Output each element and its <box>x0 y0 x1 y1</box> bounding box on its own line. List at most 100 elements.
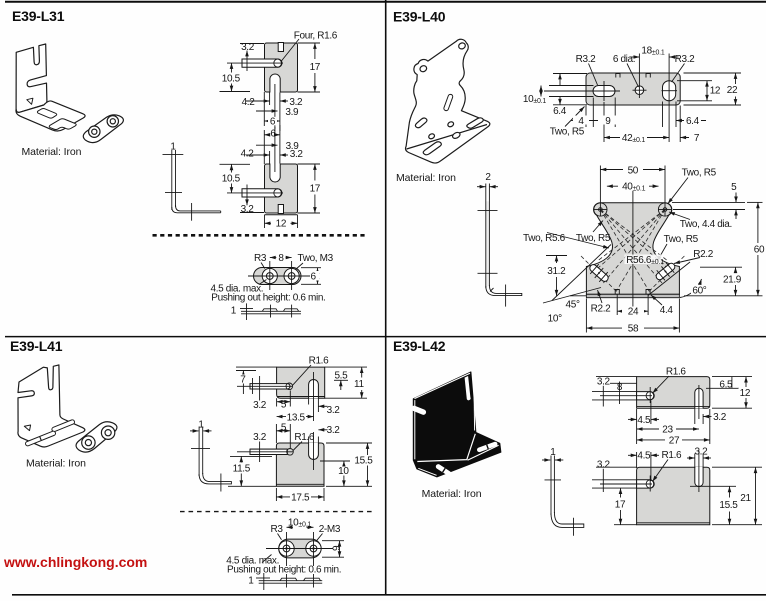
svg-text:12: 12 <box>740 388 751 399</box>
svg-text:3.9: 3.9 <box>286 141 300 152</box>
svg-text:3.2: 3.2 <box>253 432 267 443</box>
svg-text:E39-L31: E39-L31 <box>12 8 65 24</box>
svg-text:6.4: 6.4 <box>686 116 700 127</box>
svg-text:17: 17 <box>615 499 626 510</box>
svg-text:3.2: 3.2 <box>289 97 303 108</box>
svg-text:R56.6±0.1: R56.6±0.1 <box>626 255 664 266</box>
svg-text:1: 1 <box>550 447 556 458</box>
svg-text:R3.2: R3.2 <box>675 54 696 65</box>
svg-text:42±0.1: 42±0.1 <box>622 133 646 144</box>
svg-text:3.2: 3.2 <box>290 149 304 160</box>
svg-text:Two, R5: Two, R5 <box>550 127 585 138</box>
svg-text:9: 9 <box>605 116 611 127</box>
svg-text:50: 50 <box>628 165 639 176</box>
svg-text:Two, 4.4 dia.: Two, 4.4 dia. <box>680 219 732 230</box>
svg-text:Material: Iron: Material: Iron <box>422 488 482 500</box>
svg-text:R1.6: R1.6 <box>294 432 315 443</box>
svg-text:4: 4 <box>578 116 584 127</box>
svg-text:3.2: 3.2 <box>327 425 341 436</box>
svg-text:6: 6 <box>270 117 276 128</box>
svg-text:E39-L41: E39-L41 <box>10 338 63 354</box>
svg-text:60°: 60° <box>692 285 706 296</box>
svg-text:Two, M3: Two, M3 <box>298 253 334 264</box>
svg-text:23: 23 <box>662 424 673 435</box>
svg-text:4.5: 4.5 <box>637 415 651 426</box>
svg-text:24: 24 <box>628 307 639 318</box>
svg-text:6: 6 <box>311 272 317 283</box>
svg-text:17.5: 17.5 <box>291 492 310 503</box>
svg-text:www.chlingkong.com: www.chlingkong.com <box>3 554 147 570</box>
svg-text:3.2: 3.2 <box>694 447 708 458</box>
svg-text:1: 1 <box>231 306 237 317</box>
svg-text:7: 7 <box>240 375 246 386</box>
svg-text:Material: Iron: Material: Iron <box>396 172 456 184</box>
svg-text:15.5: 15.5 <box>354 456 373 467</box>
svg-text:Two, R5: Two, R5 <box>664 234 699 245</box>
svg-text:11: 11 <box>354 379 364 390</box>
svg-text:4.4: 4.4 <box>660 305 674 316</box>
svg-text:R3.2: R3.2 <box>576 54 597 65</box>
svg-text:5: 5 <box>281 400 287 411</box>
svg-text:13.5: 13.5 <box>287 412 306 423</box>
svg-text:27: 27 <box>669 435 680 446</box>
svg-text:3.9: 3.9 <box>285 107 299 118</box>
svg-text:12: 12 <box>710 85 721 96</box>
svg-text:6.5: 6.5 <box>719 379 733 390</box>
svg-text:E39-L40: E39-L40 <box>393 9 446 25</box>
svg-text:31.2: 31.2 <box>547 266 566 277</box>
svg-text:8: 8 <box>278 253 284 264</box>
svg-text:6.4: 6.4 <box>553 106 567 117</box>
svg-text:3.2: 3.2 <box>713 412 727 423</box>
svg-text:8: 8 <box>617 382 623 393</box>
svg-text:10.5: 10.5 <box>222 174 241 185</box>
svg-text:6: 6 <box>270 129 276 140</box>
svg-text:3.2: 3.2 <box>253 400 267 411</box>
svg-text:21: 21 <box>740 493 751 504</box>
svg-text:5: 5 <box>281 422 287 433</box>
svg-text:R1.6: R1.6 <box>662 450 683 461</box>
svg-text:40±0.1: 40±0.1 <box>622 182 646 193</box>
svg-text:7: 7 <box>694 133 700 144</box>
svg-text:R3: R3 <box>254 253 267 264</box>
svg-text:4.5 dia. max.: 4.5 dia. max. <box>211 284 264 295</box>
svg-text:12: 12 <box>276 219 287 230</box>
svg-text:Two, R5.6: Two, R5.6 <box>523 233 566 244</box>
svg-text:3.2: 3.2 <box>241 204 255 215</box>
svg-text:4.5: 4.5 <box>637 451 651 462</box>
svg-text:4.5 dia. max.: 4.5 dia. max. <box>226 556 279 567</box>
svg-text:Material: Iron: Material: Iron <box>22 146 82 158</box>
svg-text:2: 2 <box>485 172 491 183</box>
svg-text:3.2: 3.2 <box>327 405 341 416</box>
svg-text:4.2: 4.2 <box>241 149 255 160</box>
svg-text:R1.6: R1.6 <box>309 356 330 367</box>
svg-text:Two, R5: Two, R5 <box>682 167 717 178</box>
svg-text:21.9: 21.9 <box>723 275 742 286</box>
svg-text:6: 6 <box>330 545 341 551</box>
svg-text:1: 1 <box>198 420 204 431</box>
svg-text:15.5: 15.5 <box>719 500 738 511</box>
svg-text:2-M3: 2-M3 <box>319 524 341 535</box>
svg-text:R2.2: R2.2 <box>591 304 612 315</box>
svg-text:6 dia.: 6 dia. <box>613 54 635 65</box>
svg-text:1: 1 <box>248 576 254 587</box>
svg-text:10.5: 10.5 <box>222 74 241 85</box>
svg-text:10°: 10° <box>548 313 562 324</box>
svg-text:4.2: 4.2 <box>242 97 256 108</box>
svg-text:5.5: 5.5 <box>334 370 348 381</box>
svg-text:58: 58 <box>628 324 639 335</box>
svg-text:11.5: 11.5 <box>233 463 251 474</box>
svg-text:Four, R1.6: Four, R1.6 <box>294 31 338 42</box>
svg-text:Material: Iron: Material: Iron <box>26 457 86 469</box>
svg-text:3.2: 3.2 <box>597 460 611 471</box>
svg-text:R3: R3 <box>271 524 284 535</box>
svg-text:10±0.1: 10±0.1 <box>523 94 547 105</box>
svg-text:3.2: 3.2 <box>597 377 611 388</box>
svg-text:1: 1 <box>170 142 176 153</box>
svg-text:18±0.1: 18±0.1 <box>641 46 665 57</box>
svg-text:10±0.1: 10±0.1 <box>288 517 312 528</box>
svg-text:Pushing out height: 0.6 min.: Pushing out height: 0.6 min. <box>211 293 325 304</box>
svg-text:Two, R5: Two, R5 <box>576 233 611 244</box>
svg-text:17: 17 <box>310 62 321 73</box>
svg-text:60: 60 <box>754 245 765 256</box>
svg-text:10: 10 <box>338 466 349 477</box>
